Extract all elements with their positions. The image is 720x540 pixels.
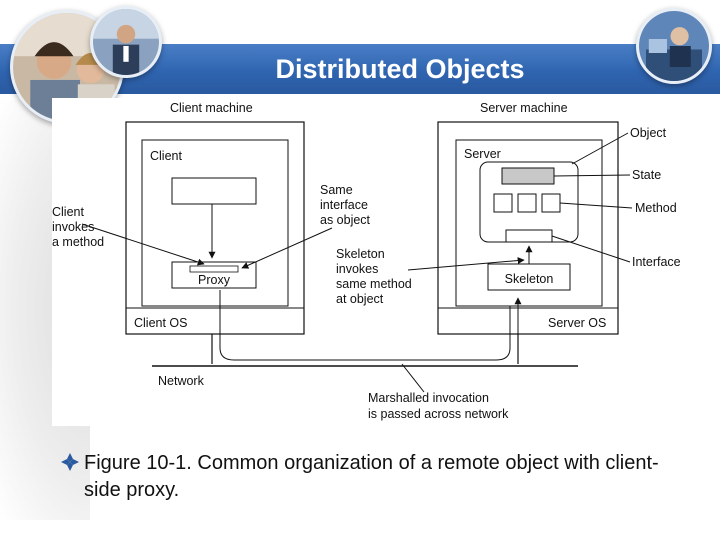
proxy-interface-box <box>189 265 239 273</box>
server-os-label: Server OS <box>548 316 606 330</box>
client-machine-box <box>125 121 305 335</box>
object-label: Object <box>630 126 667 140</box>
server-box <box>455 139 603 307</box>
distributed-objects-diagram: Client machine Server machine Client Pro… <box>52 98 688 426</box>
method-box-1 <box>493 193 513 213</box>
slide-title: Distributed Objects <box>275 54 525 84</box>
client-os-label: Client OS <box>134 316 188 330</box>
client-process-box <box>171 177 257 205</box>
business-photo-icon <box>90 6 162 78</box>
skeleton-box <box>487 263 571 291</box>
skeleton-label: Skeleton <box>505 272 554 286</box>
interface-label: Interface <box>632 255 681 269</box>
network-label: Network <box>158 374 205 388</box>
diamond-bullet-icon <box>60 452 80 472</box>
method-box-3 <box>541 193 561 213</box>
method-label: Method <box>635 201 677 215</box>
client-machine-label: Client machine <box>170 101 253 115</box>
server-label: Server <box>464 147 501 161</box>
server-machine-box <box>437 121 619 335</box>
caption-text: Figure 10-1. Common organization of a re… <box>84 452 659 501</box>
invocation-path <box>219 290 511 361</box>
marshalled-invocation-label: Marshalled invocation is passed across n… <box>368 391 509 421</box>
method-box-2 <box>517 193 537 213</box>
office-photo-icon <box>636 8 712 84</box>
same-interface-label: Same interface as object <box>320 183 371 227</box>
client-label: Client <box>150 149 182 163</box>
server-machine-label: Server machine <box>480 101 568 115</box>
state-box <box>501 167 555 185</box>
proxy-label: Proxy <box>198 273 231 287</box>
interface-box <box>505 229 553 243</box>
state-label: State <box>632 168 661 182</box>
client-invokes-label: Client invokes a method <box>52 205 104 249</box>
client-box <box>141 139 289 307</box>
skeleton-invokes-label: Skeleton invokes same method at object <box>336 247 415 306</box>
